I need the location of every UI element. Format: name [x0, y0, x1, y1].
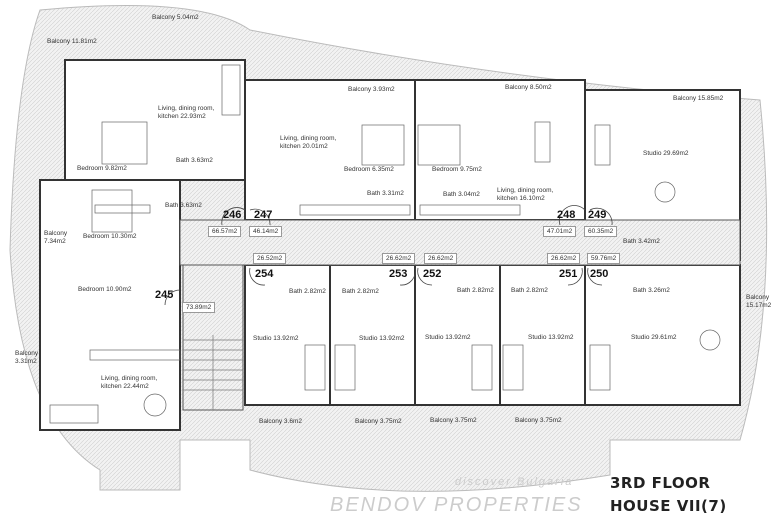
- room-label: kitchen 16.10m2: [497, 195, 545, 202]
- apartment-245-area: [39, 179, 181, 431]
- apartment-area-249: 60.35m2: [584, 226, 618, 237]
- room-label: Bedroom 9.75m2: [432, 166, 482, 173]
- apartment-number-245: 245: [155, 289, 174, 301]
- apartment-area-246: 66.57m2: [208, 226, 242, 237]
- apartment-number-253: 253: [389, 268, 408, 280]
- room-label: Studio 13.92m2: [253, 335, 299, 342]
- door-swings: [164, 205, 613, 306]
- apartment-number-247: 247: [254, 209, 273, 221]
- apartment-area-252: 26.62m2: [424, 253, 458, 264]
- room-label: kitchen 20.01m2: [280, 143, 328, 150]
- watermark-bendov-properties: BENDOV PROPERTIES: [330, 494, 583, 516]
- room-label: Bedroom 10.90m2: [78, 286, 132, 293]
- studio-253-area: [329, 264, 416, 406]
- room-label: Bath 3.26m2: [633, 287, 670, 294]
- apartment-area-245: 73.89m2: [182, 302, 216, 313]
- room-label: Balcony 3.75m2: [355, 418, 402, 425]
- studio-254-area: [244, 264, 331, 406]
- room-label: Balcony 3.75m2: [430, 417, 477, 424]
- apartment-number-250: 250: [590, 268, 609, 280]
- apartment-number-249: 249: [588, 209, 607, 221]
- room-label: Balcony: [44, 230, 68, 237]
- room-label: 15.17m2: [746, 302, 772, 309]
- room-label: Bath 3.04m2: [443, 191, 480, 198]
- room-label: Balcony: [15, 350, 39, 357]
- room-label: Bedroom 9.82m2: [77, 165, 127, 172]
- room-label: Bath 3.31m2: [367, 190, 404, 197]
- room-label: Studio 29.61m2: [631, 334, 677, 341]
- apartment-number-252: 252: [423, 268, 442, 280]
- room-label: Balcony 11.81m2: [47, 38, 97, 45]
- room-label: 7.34m2: [44, 238, 66, 245]
- room-label: Living, dining room,: [497, 187, 554, 194]
- room-label: Balcony 8.50m2: [505, 84, 552, 91]
- room-label: Studio 29.69m2: [643, 150, 689, 157]
- stairs: [183, 335, 243, 410]
- apartment-area-247: 46.14m2: [249, 226, 283, 237]
- floor-title: 3RD FLOOR: [610, 474, 711, 492]
- apartment-250-area: [584, 264, 741, 406]
- room-label: Bedroom 10.30m2: [83, 233, 137, 240]
- room-label: Bath 2.82m2: [457, 287, 494, 294]
- apartment-number-251: 251: [559, 268, 578, 280]
- room-label: Balcony 3.75m2: [515, 417, 562, 424]
- house-title: HOUSE VII(7): [610, 497, 727, 515]
- room-label: Studio 13.92m2: [425, 334, 471, 341]
- room-label: Bath 2.82m2: [511, 287, 548, 294]
- apartment-area-251: 26.62m2: [547, 253, 581, 264]
- apartment-area-248: 47.01m2: [543, 226, 577, 237]
- room-label: Bath 2.82m2: [342, 288, 379, 295]
- apartment-number-254: 254: [255, 268, 274, 280]
- apartment-247-area: [244, 79, 416, 221]
- watermark-discover-bulgaria: discover Bulgaria: [455, 476, 574, 488]
- room-label: Bath 3.63m2: [176, 157, 213, 164]
- room-label: kitchen 22.93m2: [158, 113, 206, 120]
- room-label: Balcony 5.04m2: [152, 14, 199, 21]
- room-label: Studio 13.92m2: [359, 335, 405, 342]
- apartment-number-248: 248: [557, 209, 576, 221]
- apartment-248-area: [414, 79, 586, 221]
- room-label: Bath 3.42m2: [623, 238, 660, 245]
- room-label: Balcony 15.85m2: [673, 95, 724, 102]
- room-label: Bedroom 6.35m2: [344, 166, 394, 173]
- room-label: Balcony 3.93m2: [348, 86, 395, 93]
- furniture: [49, 64, 721, 424]
- apartment-area-250: 59.76m2: [587, 253, 621, 264]
- room-label: Living, dining room,: [280, 135, 337, 142]
- room-label: Living, dining room,: [101, 375, 158, 382]
- room-label: Living, dining room,: [158, 105, 215, 112]
- room-label: kitchen 22.44m2: [101, 383, 149, 390]
- apartment-246-area: [64, 59, 246, 181]
- apartment-area-254: 26.52m2: [253, 253, 287, 264]
- apartment-area-253: 26.62m2: [382, 253, 416, 264]
- room-label: Balcony 3.6m2: [259, 418, 302, 425]
- room-label: Bath 3.63m2: [165, 202, 202, 209]
- apartment-number-246: 246: [223, 209, 242, 221]
- room-label: Studio 13.92m2: [528, 334, 574, 341]
- room-label: Bath 2.82m2: [289, 288, 326, 295]
- room-label: 3.31m2: [15, 358, 37, 365]
- room-label: Balcony: [746, 294, 770, 301]
